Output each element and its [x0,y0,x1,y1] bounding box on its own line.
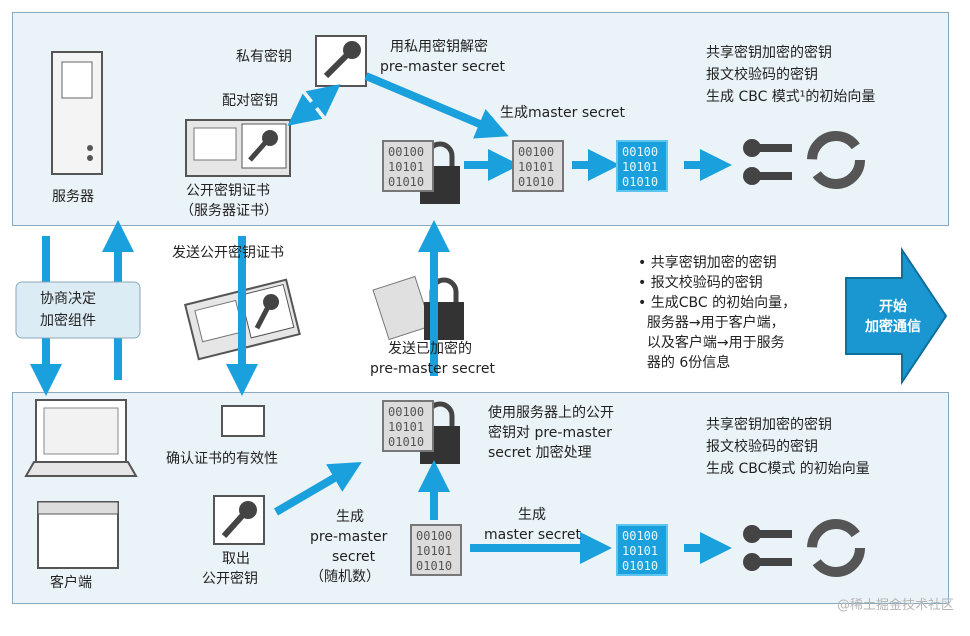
server-info-1: 共享密钥加密的密钥 [706,45,832,61]
cert-label: 公开密钥证书 [186,183,270,199]
client-info-1: 共享密钥加密的密钥 [706,417,832,433]
transit-lock-icon [372,275,464,341]
flow-arrows [30,72,732,564]
client-certificate-icon [221,405,265,437]
browser-icon [37,501,119,569]
server-info-3: 生成 CBC 模式¹的初始向量 [706,89,876,105]
gen-premaster-label-4: （随机数） [310,569,380,585]
refresh-icon [807,131,865,189]
gen-premaster-label-3: secret [332,549,376,565]
take-key-label-2: 公开密钥 [202,571,258,587]
bullet-2: • 报文校验码的密钥 [638,275,763,291]
start-encryption-arrow [845,246,948,386]
send-encrypted-label-2: pre-master secret [370,361,495,377]
client-shared-keys-icon [743,525,792,571]
private-key-icon [315,35,367,87]
server-info-2: 报文校验码的密钥 [706,67,818,83]
client-gen-master-label-2: master secret [484,527,581,543]
start-label: 开始加密通信 [865,299,921,335]
server-certificate-icon [185,119,291,177]
client-panel [12,392,949,604]
private-key-label: 私有密钥 [236,49,292,65]
start-encryption-badge: 开始加密通信 [848,255,948,375]
negotiate-label-1: 协商决定 [40,291,96,307]
send-encrypted-label-1: 发送已加密的 [388,341,472,357]
bullet-3: • 生成CBC 的初始向量， [638,295,797,311]
send-cert-label: 发送公开密钥证书 [172,245,284,261]
bullet-6: 器的 6份信息 [638,355,731,371]
encrypt-label-3: secret 加密处理 [488,445,592,461]
server-gen-master-label: 生成master secret [500,105,625,121]
decrypt-label: 用私用密钥解密 [390,39,488,55]
bullet-5: 以及客户端→用于服务 [638,335,785,351]
client-info-2: 报文校验码的密钥 [706,439,818,455]
server-label: 服务器 [52,189,94,205]
pair-key-label: 配对密钥 [222,93,278,109]
take-key-label-1: 取出 [222,551,250,567]
bullet-4: 服务器→用于客户端， [638,315,785,331]
server-icon [51,51,103,175]
watermark: @稀土掘金技术社区 [836,598,954,613]
encrypt-label-2: 密钥对 pre-master [488,425,612,441]
gen-premaster-label-2: pre-master [310,529,388,545]
gen-premaster-label-1: 生成 [336,509,364,525]
client-gen-master-label-1: 生成 [518,507,546,523]
cert-label-sub: （服务器证书） [180,203,278,219]
encrypt-label-1: 使用服务器上的公开 [488,405,614,421]
negotiate-box [15,281,141,339]
bullet-1: • 共享密钥加密的密钥 [638,255,777,271]
client-public-key-icon [213,495,265,545]
laptop-icon [24,399,138,477]
client-label: 客户端 [50,575,92,591]
client-refresh-icon [807,519,865,577]
client-info-3: 生成 CBC模式 的初始向量 [706,461,870,477]
shared-keys-icon [743,139,792,185]
negotiate-label-2: 加密组件 [40,313,96,329]
decrypt-sub-label: pre-master secret [380,59,505,75]
verify-cert-label: 确认证书的有效性 [166,451,278,467]
